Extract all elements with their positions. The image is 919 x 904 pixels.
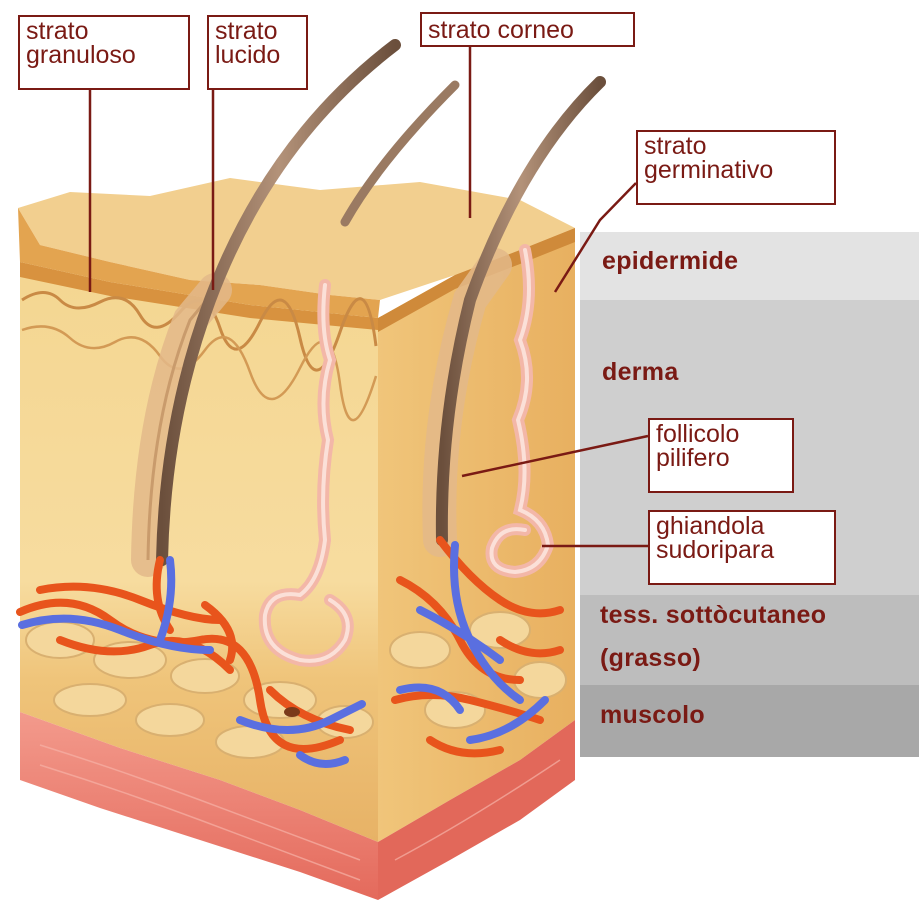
label-strato-granuloso: strato granuloso — [18, 15, 190, 90]
layer-label-sottocutaneo-2: (grasso) — [600, 644, 701, 673]
label-strato-germinativo: strato germinativo — [636, 130, 836, 205]
layer-muscolo: muscolo — [580, 685, 919, 757]
label-strato-corneo: strato corneo — [420, 12, 635, 47]
layer-label-derma: derma — [602, 358, 679, 387]
layer-label-sottocutaneo-1: tess. sottòcutaneo — [600, 601, 826, 630]
layer-label-epidermide: epidermide — [602, 247, 738, 276]
layer-sottocutaneo: tess. sottòcutaneo (grasso) — [580, 595, 919, 685]
layer-derma: derma — [580, 300, 919, 595]
layer-epidermide: epidermide — [580, 232, 919, 300]
layer-label-muscolo: muscolo — [600, 701, 705, 730]
label-strato-lucido: strato lucido — [207, 15, 308, 90]
